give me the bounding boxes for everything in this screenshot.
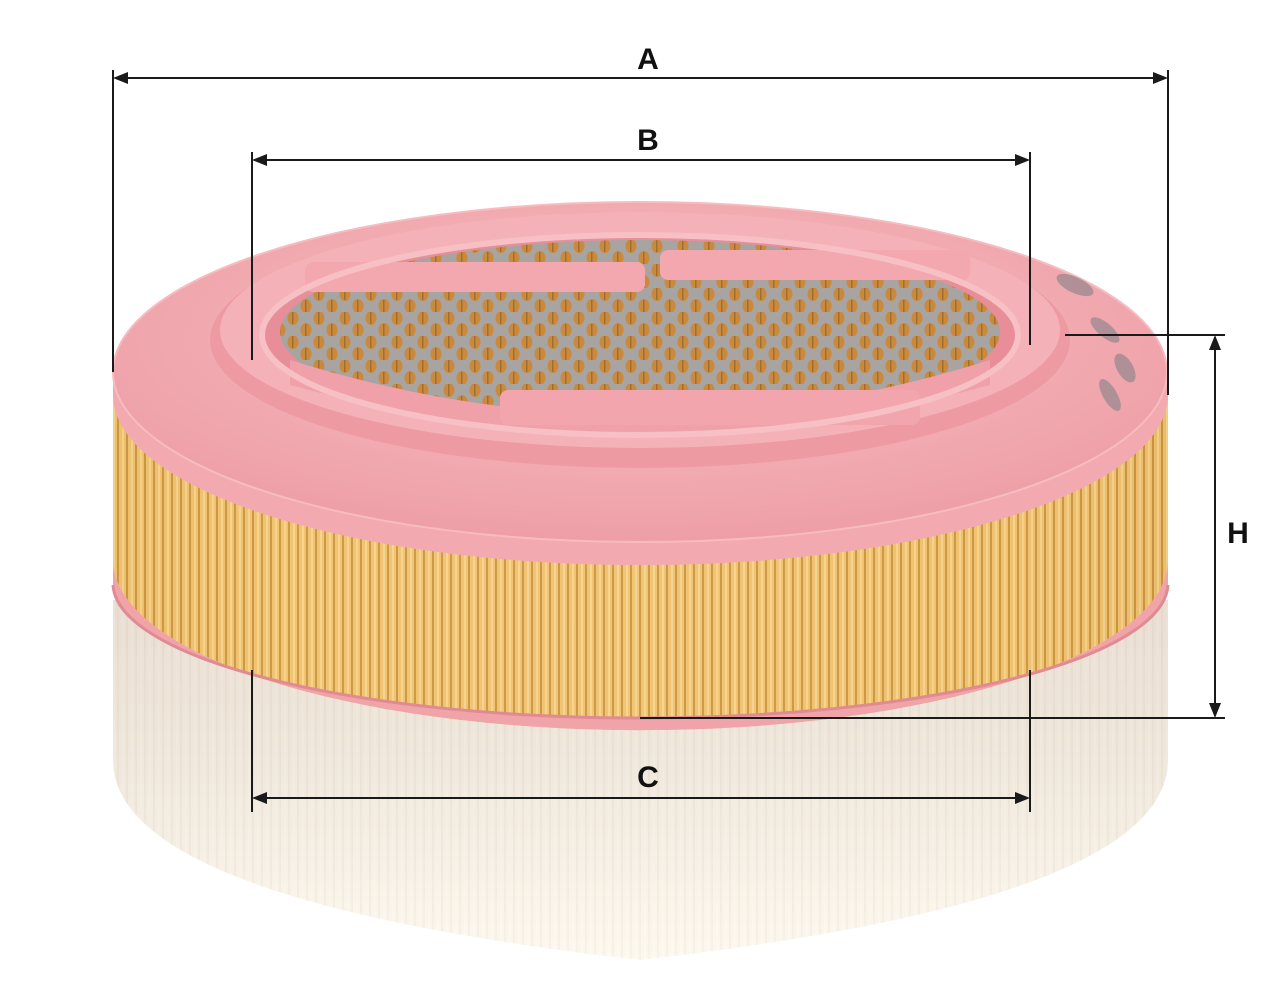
dimension-b (251, 152, 1031, 360)
dimension-label-h: H (1227, 517, 1249, 550)
dimension-h (640, 334, 1225, 719)
printed-marking (1056, 273, 1136, 411)
dimension-label-c: C (637, 761, 659, 794)
dimension-a (112, 70, 1169, 395)
dimension-label-b: B (637, 124, 659, 157)
dimension-label-a: A (637, 43, 659, 76)
top-end-cap (112, 201, 1168, 566)
dimension-lines (112, 70, 1225, 812)
dimension-c (251, 670, 1031, 812)
